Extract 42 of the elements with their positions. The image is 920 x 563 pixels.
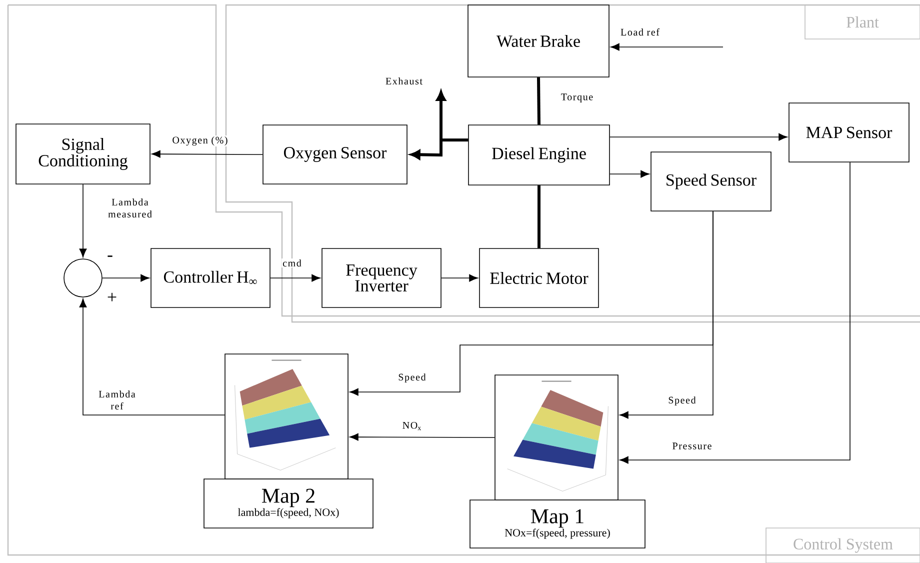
edge-label: Lambda measured (99, 197, 161, 219)
surface-plot-drawing (494, 374, 618, 500)
surface-plot-drawing (224, 354, 348, 480)
arrow (102, 274, 150, 282)
arrow (620, 162, 850, 464)
arrow (270, 274, 320, 282)
edge-label: Pressure (671, 442, 713, 450)
arrow (610, 43, 724, 51)
edge-label: Torque (560, 92, 594, 104)
arrow (79, 184, 87, 258)
process-box: Oxygen Sensor (262, 124, 408, 184)
process-box: MAP Sensor (788, 102, 910, 162)
arrow (79, 298, 226, 416)
process-box: Frequency Inverter (322, 248, 442, 308)
edge-label: cmd (282, 258, 302, 268)
edge-label: Load ref (620, 27, 660, 37)
sign-label: - (108, 256, 112, 257)
process-box: Signal Conditioning (16, 124, 150, 184)
process-box: Diesel Engine (468, 124, 610, 186)
process-box: Electric Motor (479, 248, 599, 308)
process-box: Controller H$_{∞}$ (150, 248, 270, 308)
arrow (620, 211, 714, 419)
summing-junction (64, 258, 102, 298)
edge-label: Exhaust (384, 76, 424, 86)
arrow (152, 150, 263, 158)
arrow (610, 170, 650, 178)
arrow (350, 433, 495, 441)
edge-label: Speed (667, 395, 697, 407)
edge-label: Oxygen (%) (171, 135, 229, 147)
map-caption-box: Map 2 lambda=f(speed, NOx) (204, 478, 374, 528)
arrow (436, 91, 468, 142)
region-label: Plant (804, 4, 920, 40)
edge-label: NO$_{x}$ (401, 420, 423, 432)
process-box: Speed Sensor (650, 152, 772, 212)
sign-label: + (108, 292, 116, 302)
region-label: Control System (766, 528, 920, 563)
edge-label: Speed (397, 372, 427, 384)
arrow (441, 274, 478, 282)
edge-label: Lambda ref (91, 390, 143, 411)
arrow (610, 133, 788, 141)
map-caption-box: Map 1 NOx=f(speed, pressure) (470, 500, 646, 548)
process-box: Water Brake (468, 4, 610, 78)
